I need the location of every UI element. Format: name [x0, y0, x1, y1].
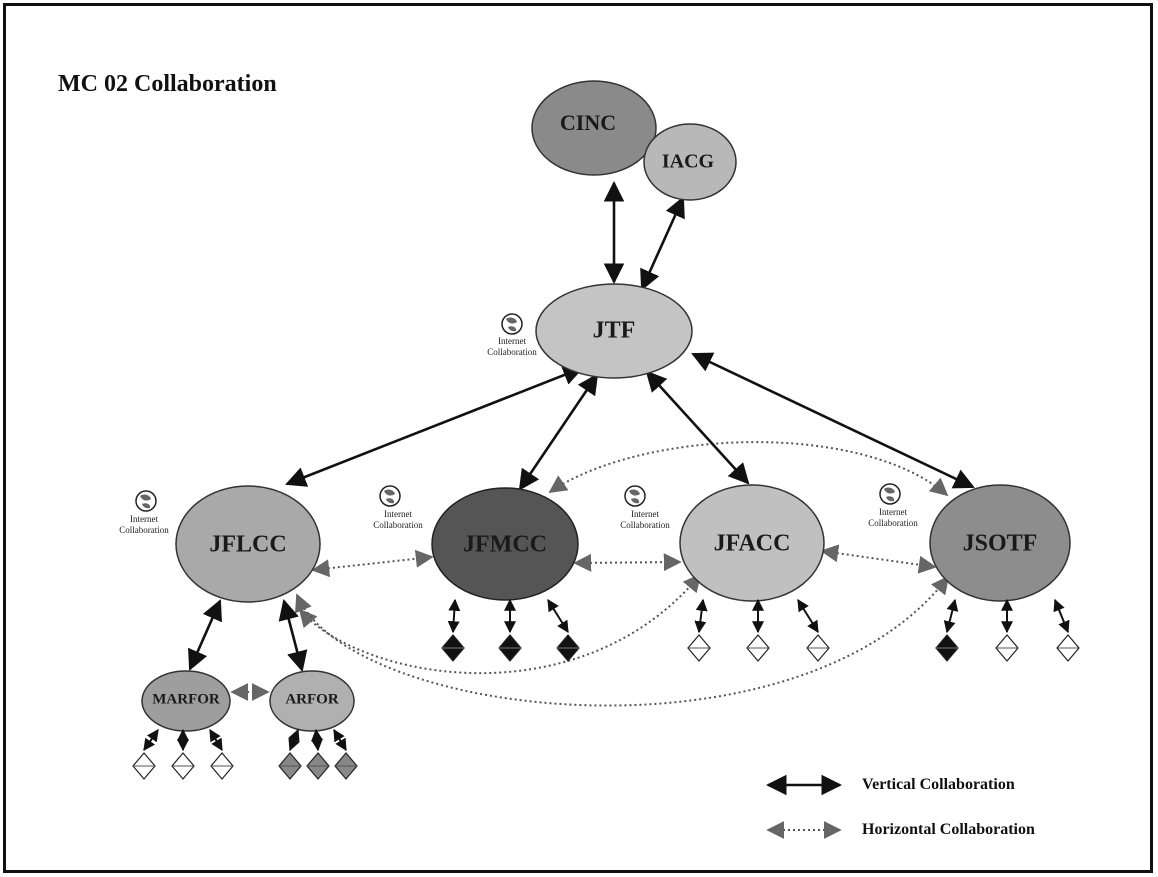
node-iacg: IACG: [643, 123, 737, 201]
internet-collaboration-jfmcc: Internet Collaboration: [373, 485, 423, 530]
node-arfor: ARFOR: [269, 670, 355, 732]
link-jfacc-jsotf: [820, 544, 937, 574]
collaboration-label: Collaboration: [373, 520, 423, 530]
link-jflcc-jfacc-arc: [298, 573, 702, 675]
internet-collaboration-jflcc: Internet Collaboration: [119, 490, 169, 535]
jfacc-unit-link: [694, 598, 708, 634]
node-label-cinc: CINC: [560, 110, 616, 135]
collaboration-label: Collaboration: [620, 520, 670, 530]
node-label-marfor: MARFOR: [152, 691, 220, 707]
link-jflcc-jsotf-arc: [295, 575, 950, 707]
collaboration-label: Collaboration: [119, 525, 169, 535]
link-jtf-jsotf: [691, 352, 975, 489]
link-iacg-jtf: [640, 196, 685, 291]
node-cinc: CINC: [531, 80, 657, 176]
internet-label: Internet: [631, 509, 659, 519]
arfor-unit-link: [333, 728, 347, 752]
globe-icon: [879, 483, 901, 505]
legend-horizontal-label: Horizontal Collaboration: [862, 821, 1035, 838]
arfor-unit-link: [310, 728, 324, 752]
node-jtf: JTF: [535, 283, 693, 379]
jsotf-unit-link: [1053, 598, 1070, 634]
legend-vertical-label: Vertical Collaboration: [862, 776, 1015, 793]
node-marfor: MARFOR: [141, 670, 231, 732]
link-jflcc-jfmcc: [311, 549, 434, 578]
marfor-unit-link: [143, 729, 159, 751]
arfor-unit-link: [288, 728, 300, 752]
link-jfmcc-jfacc: [573, 553, 682, 572]
globe-icon: [624, 485, 646, 507]
node-label-jfacc: JFACC: [714, 531, 791, 557]
link-jtf-jfacc: [645, 370, 750, 485]
subordinate-units: [132, 598, 1080, 780]
jfacc-unit-link: [797, 598, 819, 634]
internet-collaboration-jtf: Internet Collaboration: [487, 313, 537, 357]
horizontal-links: [230, 441, 950, 707]
node-jfmcc: JFMCC: [431, 487, 579, 601]
jfmcc-unit-link: [447, 598, 461, 634]
node-label-jtf: JTF: [593, 318, 636, 344]
link-jtf-jflcc: [285, 365, 584, 487]
page-title: MC 02 Collaboration: [58, 71, 277, 97]
internet-label: Internet: [879, 507, 907, 517]
node-label-jfmcc: JFMCC: [463, 532, 547, 558]
node-label-iacg: IACG: [662, 151, 715, 173]
internet-label: Internet: [384, 509, 412, 519]
node-label-jsotf: JSOTF: [963, 531, 1038, 557]
collaboration-label: Collaboration: [487, 347, 537, 357]
internet-label: Internet: [498, 336, 526, 346]
internet-label: Internet: [130, 514, 158, 524]
collaboration-label: Collaboration: [868, 518, 918, 528]
node-label-arfor: ARFOR: [285, 691, 338, 707]
legend-swatches: [765, 774, 843, 839]
vertical-links: [188, 180, 975, 673]
globe-icon: [501, 313, 523, 335]
globe-icon: [379, 485, 401, 507]
internet-collaboration-jfacc: Internet Collaboration: [620, 485, 670, 530]
jsotf-unit-link: [943, 598, 959, 634]
node-jsotf: JSOTF: [929, 484, 1071, 602]
link-jtf-jfmcc: [518, 373, 599, 491]
node-jfacc: JFACC: [679, 484, 825, 602]
node-label-jflcc: JFLCC: [209, 532, 286, 558]
link-jflcc-marfor: [188, 599, 222, 671]
jfmcc-unit-link: [547, 598, 569, 634]
globe-icon: [135, 490, 157, 512]
marfor-unit-link: [209, 728, 223, 752]
internet-collaboration-jsotf: Internet Collaboration: [868, 483, 918, 528]
link-jflcc-arfor: [278, 598, 308, 673]
node-jflcc: JFLCC: [175, 485, 321, 603]
